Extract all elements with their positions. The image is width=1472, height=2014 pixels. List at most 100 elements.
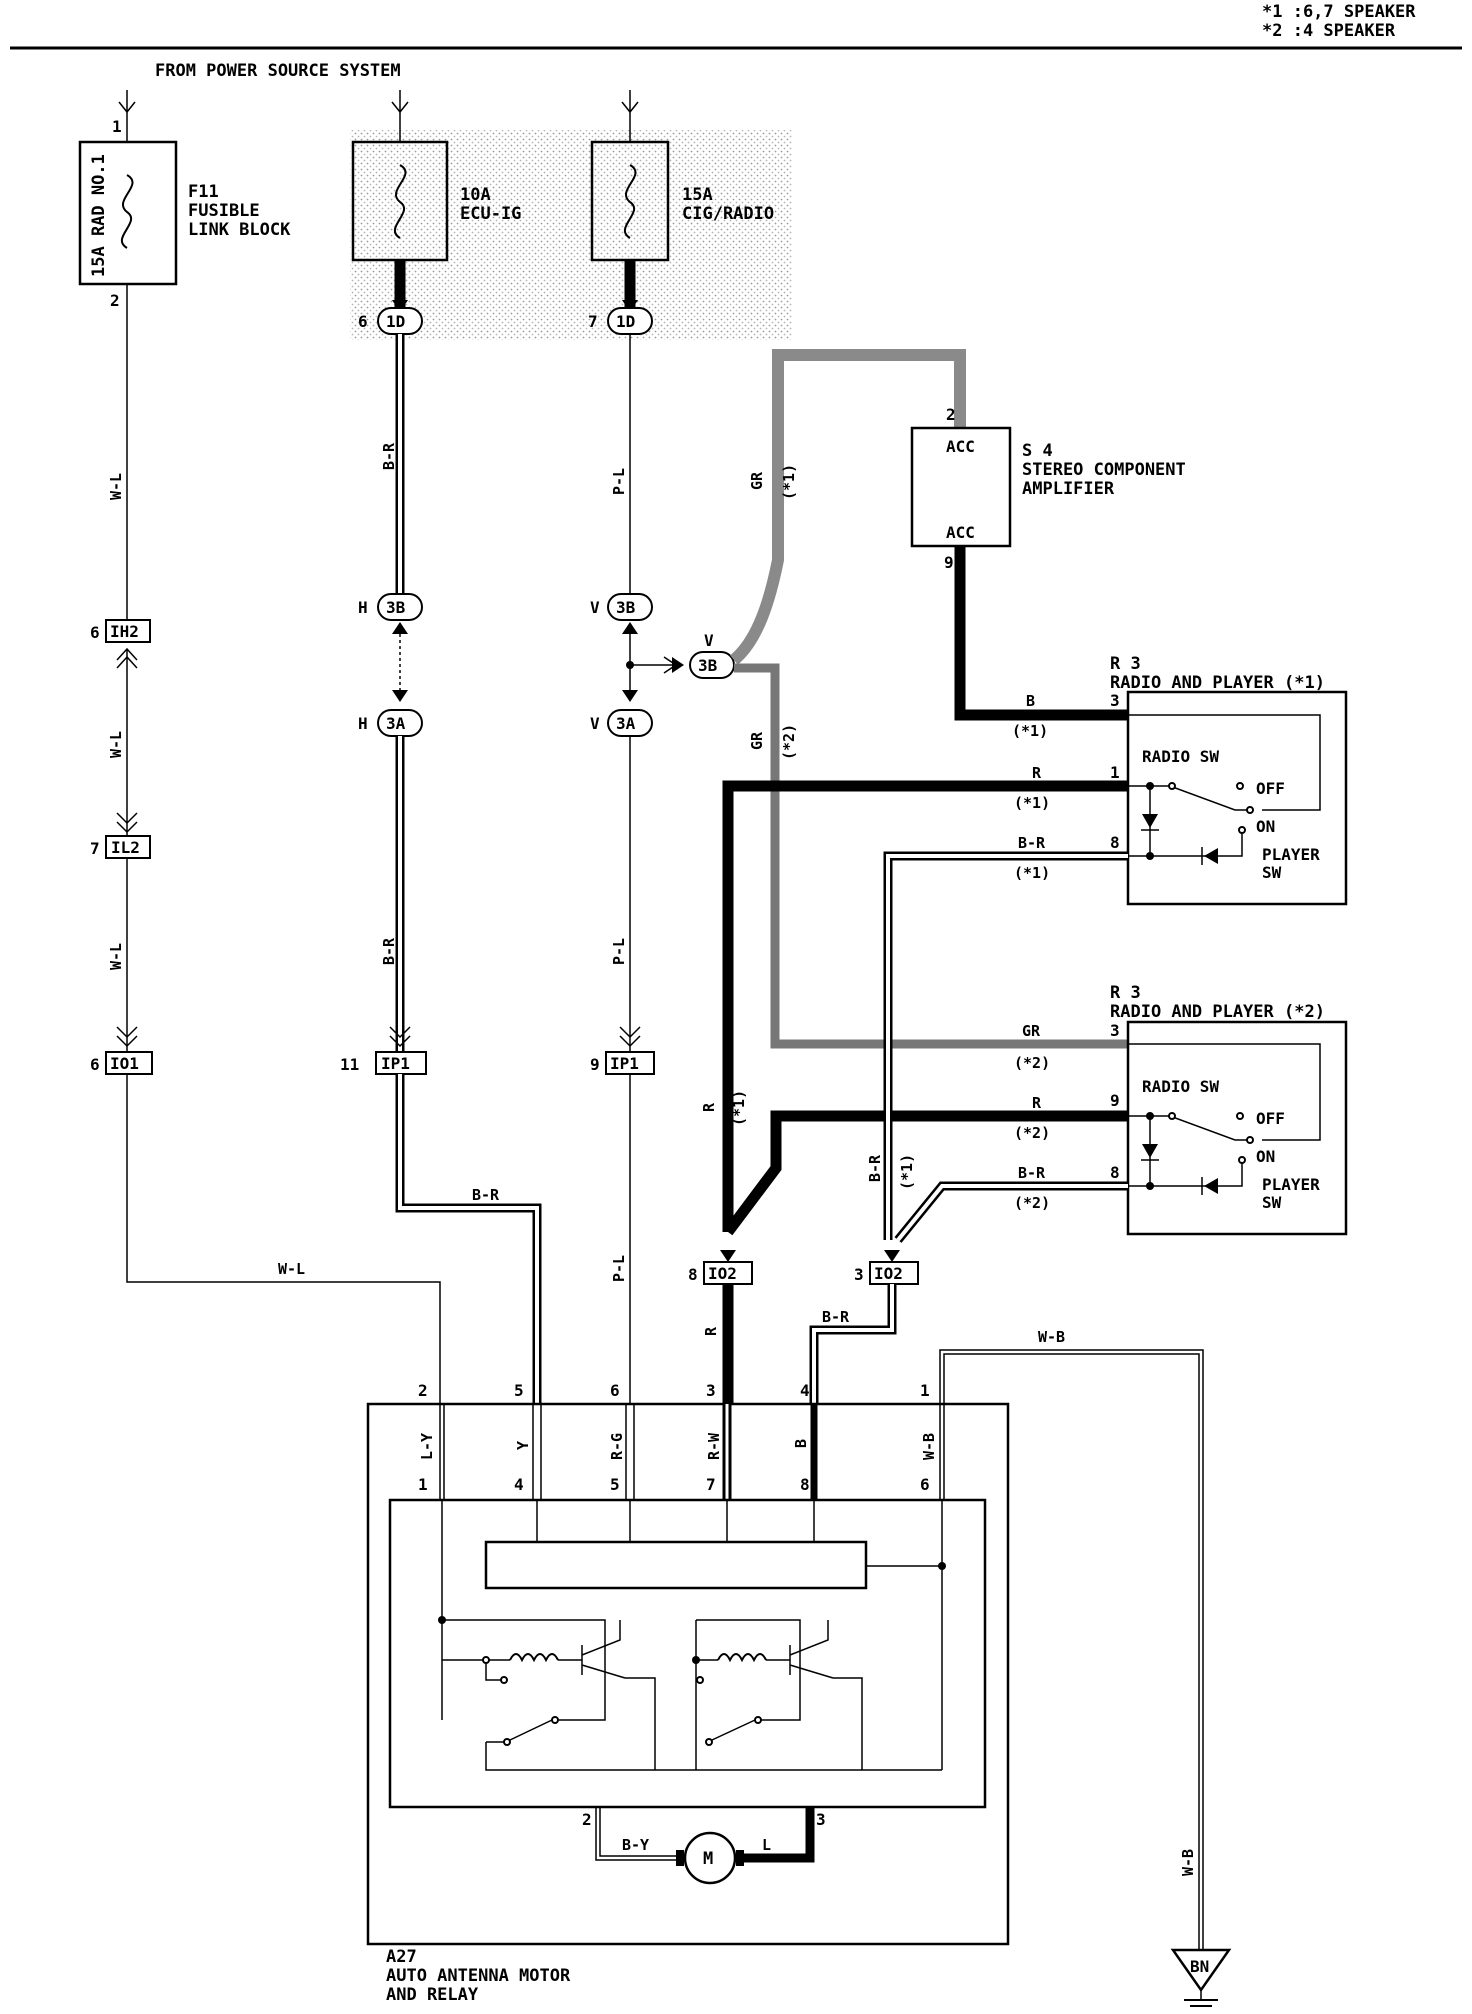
legend-note-2: *2 :4 SPEAKER — [1262, 21, 1396, 41]
wire-label-s2-gr3: (*2) — [1014, 1054, 1050, 1072]
wire-label-s2-br5: (*2) — [1014, 1194, 1050, 1212]
svg-text:ECU-IG: ECU-IG — [460, 204, 521, 224]
wire-label-wl-4: W-L — [278, 1260, 305, 1278]
svg-text:1: 1 — [1110, 763, 1120, 782]
wire-label-br-5: B-R — [1018, 1164, 1046, 1182]
svg-text:H: H — [358, 598, 368, 617]
svg-text:IL2: IL2 — [111, 838, 140, 857]
wire-label-s1-br6: (*1) — [898, 1154, 916, 1190]
wire-label-br-7: B-R — [822, 1308, 850, 1326]
svg-text:3: 3 — [1110, 1021, 1120, 1040]
wire-label-br-3: B-R — [472, 1186, 500, 1204]
power-source-label: FROM POWER SOURCE SYSTEM — [155, 61, 401, 81]
f11-code: F11 — [188, 182, 219, 202]
svg-text:2: 2 — [946, 405, 956, 424]
svg-text:CIG/RADIO: CIG/RADIO — [682, 204, 774, 224]
svg-text:6: 6 — [920, 1475, 930, 1494]
svg-text:IO2: IO2 — [708, 1264, 737, 1283]
svg-text:ACC: ACC — [946, 523, 975, 542]
svg-text:V: V — [590, 714, 600, 733]
wire-label-r-1: R — [1032, 764, 1042, 782]
connector-3b-h — [377, 593, 423, 621]
svg-text:R 3: R 3 — [1110, 654, 1141, 674]
wire-label-br-6: B-R — [866, 1154, 884, 1182]
svg-text:RADIO SW: RADIO SW — [1142, 747, 1219, 766]
legend-note-1: *1 :6,7 SPEAKER — [1262, 2, 1416, 22]
svg-text:2: 2 — [110, 291, 120, 310]
wire-label-s1-r2: (*1) — [730, 1090, 748, 1126]
a27-code: A27 — [386, 1947, 417, 1967]
wire-label-r-4: R — [702, 1326, 720, 1336]
f11-rating: 15A RAD NO.1 — [89, 154, 109, 277]
connector-3b-v — [607, 593, 653, 621]
motor-icon — [683, 1831, 737, 1885]
svg-text:1D: 1D — [386, 312, 405, 331]
svg-text:PLAYER: PLAYER — [1262, 1175, 1320, 1194]
wire-label-br-1: B-R — [380, 442, 398, 470]
svg-text:4: 4 — [514, 1475, 524, 1494]
svg-text:B-Y: B-Y — [622, 1836, 649, 1854]
svg-text:9: 9 — [1110, 1091, 1120, 1110]
svg-text:10A: 10A — [460, 185, 491, 205]
svg-text:IO1: IO1 — [110, 1054, 139, 1073]
a27-name-1: AUTO ANTENNA MOTOR — [386, 1966, 571, 1986]
svg-text:Y: Y — [514, 1441, 532, 1450]
wire-label-gr-3: GR — [1022, 1022, 1041, 1040]
wire-label-wl-1: W-L — [107, 473, 125, 500]
svg-text:1: 1 — [920, 1381, 930, 1400]
svg-text:8: 8 — [1110, 833, 1120, 852]
wire-label-s2-r3: (*2) — [1014, 1124, 1050, 1142]
svg-text:9: 9 — [944, 553, 954, 572]
wire-label-br-4: B-R — [1018, 834, 1046, 852]
svg-text:5: 5 — [610, 1475, 620, 1494]
svg-text:R-G: R-G — [608, 1433, 626, 1460]
svg-text:1: 1 — [418, 1475, 428, 1494]
fuse-cig-radio: 15A CIG/RADIO — [590, 90, 774, 262]
f11-name-1: FUSIBLE — [188, 201, 260, 221]
antenna-motor-relay-a27: M 2 3 B-Y L 2 5 6 3 4 1 L-Y Y R-G R-W B … — [366, 1381, 1010, 1946]
svg-text:IO2: IO2 — [874, 1264, 903, 1283]
svg-text:8: 8 — [688, 1265, 698, 1284]
svg-text:3: 3 — [706, 1381, 716, 1400]
wire-label-wl-2: W-L — [107, 731, 125, 758]
svg-text:OFF: OFF — [1256, 1109, 1285, 1128]
fuse-ecu-ig: 10A ECU-IG — [351, 90, 521, 262]
svg-text:8: 8 — [800, 1475, 810, 1494]
svg-text:3A: 3A — [616, 714, 636, 733]
svg-text:6: 6 — [90, 1055, 100, 1074]
svg-text:6: 6 — [90, 623, 100, 642]
svg-text:W-B: W-B — [920, 1433, 938, 1460]
svg-text:6: 6 — [358, 312, 368, 331]
svg-text:15A: 15A — [682, 185, 713, 205]
svg-text:M: M — [703, 1849, 713, 1869]
connector-io1 — [105, 1051, 153, 1075]
svg-text:IP1: IP1 — [381, 1054, 410, 1073]
radio-player-1: R 3 RADIO AND PLAYER (*1) 3 1 8 RADIO SW… — [1110, 654, 1348, 906]
svg-text:RADIO AND PLAYER (*2): RADIO AND PLAYER (*2) — [1110, 1002, 1325, 1022]
wire-label-wb-1: W-B — [1038, 1328, 1065, 1346]
svg-text:6: 6 — [610, 1381, 620, 1400]
a27-name-2: AND RELAY — [386, 1985, 479, 2005]
svg-text:1D: 1D — [616, 312, 635, 331]
svg-text:7: 7 — [90, 839, 100, 858]
svg-text:4: 4 — [800, 1381, 810, 1400]
svg-text:ACC: ACC — [946, 437, 975, 456]
svg-text:V: V — [704, 631, 714, 650]
radio-player-2: R 3 RADIO AND PLAYER (*2) 3 9 8 RADIO SW… — [1110, 983, 1348, 1236]
ground-bn: BN — [1170, 1948, 1232, 2007]
wire-label-s1-br4: (*1) — [1014, 864, 1050, 882]
svg-text:L: L — [762, 1836, 771, 1854]
svg-text:ON: ON — [1256, 1147, 1275, 1166]
svg-text:11: 11 — [340, 1055, 359, 1074]
svg-text:OFF: OFF — [1256, 779, 1285, 798]
svg-text:2: 2 — [418, 1381, 428, 1400]
stereo-amplifier-s4: ACC ACC 2 9 S 4 STEREO COMPONENT AMPLIFI… — [910, 405, 1186, 572]
wire-label-pl-1: P-L — [610, 468, 628, 495]
svg-text:ON: ON — [1256, 817, 1275, 836]
wire-label-br-2: B-R — [380, 937, 398, 965]
svg-text:2: 2 — [582, 1810, 592, 1829]
fusible-link-f11: 1 15A RAD NO.1 F11 FUSIBLE LINK BLOCK 2 — [78, 90, 291, 620]
svg-text:9: 9 — [590, 1055, 600, 1074]
svg-text:3: 3 — [816, 1810, 826, 1829]
